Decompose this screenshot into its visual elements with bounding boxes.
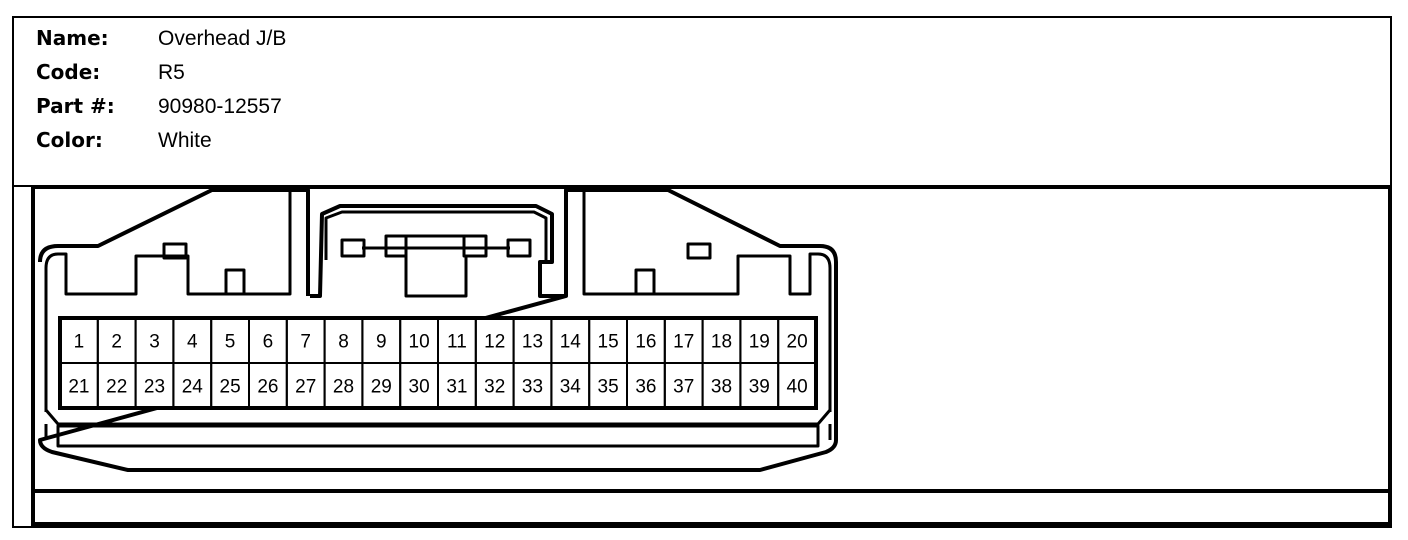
latch-lug-4 (506, 238, 532, 258)
latch-lug-1 (340, 238, 366, 258)
pin-label: 37 (673, 377, 694, 398)
code-row: Code: R5 (36, 60, 286, 94)
pin-label: 14 (560, 332, 582, 353)
pin-label: 22 (106, 377, 127, 398)
pin-label: 29 (371, 377, 392, 398)
pin-label: 16 (635, 332, 656, 353)
pin-label: 17 (673, 332, 694, 353)
connector-body (38, 188, 838, 472)
pin-label: 26 (257, 377, 278, 398)
pin-label: 35 (598, 377, 619, 398)
locating-tab-right (686, 242, 712, 260)
pin-label: 11 (447, 332, 467, 353)
pin-label: 10 (409, 332, 430, 353)
connector-housing (38, 188, 838, 472)
pin-label: 34 (560, 377, 582, 398)
pin-label: 12 (484, 332, 505, 353)
part-label: Part #: (36, 94, 115, 118)
key-notch-left (224, 268, 246, 296)
pin-label: 19 (749, 332, 770, 353)
locating-tab-left (162, 242, 188, 260)
pin-label: 9 (376, 332, 387, 353)
pin-label: 36 (635, 377, 656, 398)
pin-label: 15 (598, 332, 619, 353)
pin-label: 21 (68, 377, 89, 398)
code-value: R5 (158, 61, 185, 84)
pin-cell (777, 362, 818, 409)
pin-label: 3 (149, 332, 160, 353)
pin-label: 38 (711, 377, 732, 398)
pin-label: 32 (484, 377, 505, 398)
latch-lug-3 (462, 234, 488, 258)
pin-label: 27 (295, 377, 316, 398)
name-row: Name: Overhead J/B (36, 26, 286, 60)
pin-label: 7 (300, 332, 311, 353)
name-label: Name: (36, 26, 109, 50)
pin-label: 5 (225, 332, 236, 353)
pin-label: 31 (446, 377, 467, 398)
pin-label: 20 (787, 332, 808, 353)
pin-label: 6 (263, 332, 274, 353)
housing-base-rail (56, 424, 820, 448)
name-value: Overhead J/B (158, 27, 287, 50)
pin-label: 13 (522, 332, 543, 353)
housing-left-step (44, 190, 292, 412)
housing-bottom-lip (44, 409, 832, 426)
pin-label: 18 (711, 332, 732, 353)
pin-label: 1 (74, 332, 85, 353)
pin-label: 2 (111, 332, 122, 353)
pin-label: 28 (333, 377, 354, 398)
pin-label: 33 (522, 377, 543, 398)
pin-label: 30 (409, 377, 430, 398)
pin-label: 25 (220, 377, 241, 398)
connector-info: Name: Overhead J/B Code: R5 Part #: 9098… (36, 26, 286, 162)
pin-label: 8 (338, 332, 349, 353)
key-notch-right (634, 268, 656, 296)
code-label: Code: (36, 60, 101, 84)
housing-bottom-sides (44, 424, 832, 440)
latch-release-button (404, 234, 468, 298)
pin-label: 40 (787, 377, 808, 398)
part-value: 90980-12557 (158, 95, 282, 118)
pin-label: 39 (749, 377, 770, 398)
pin-label: 4 (187, 332, 198, 353)
housing-right-step (582, 190, 832, 412)
center-latch (310, 204, 566, 298)
image-panel (31, 185, 1392, 526)
color-row: Color: White (36, 128, 286, 162)
part-row: Part #: 90980-12557 (36, 94, 286, 128)
pin-label: 23 (144, 377, 165, 398)
color-label: Color: (36, 128, 103, 152)
color-value: White (158, 129, 212, 152)
pin-label: 24 (182, 377, 204, 398)
